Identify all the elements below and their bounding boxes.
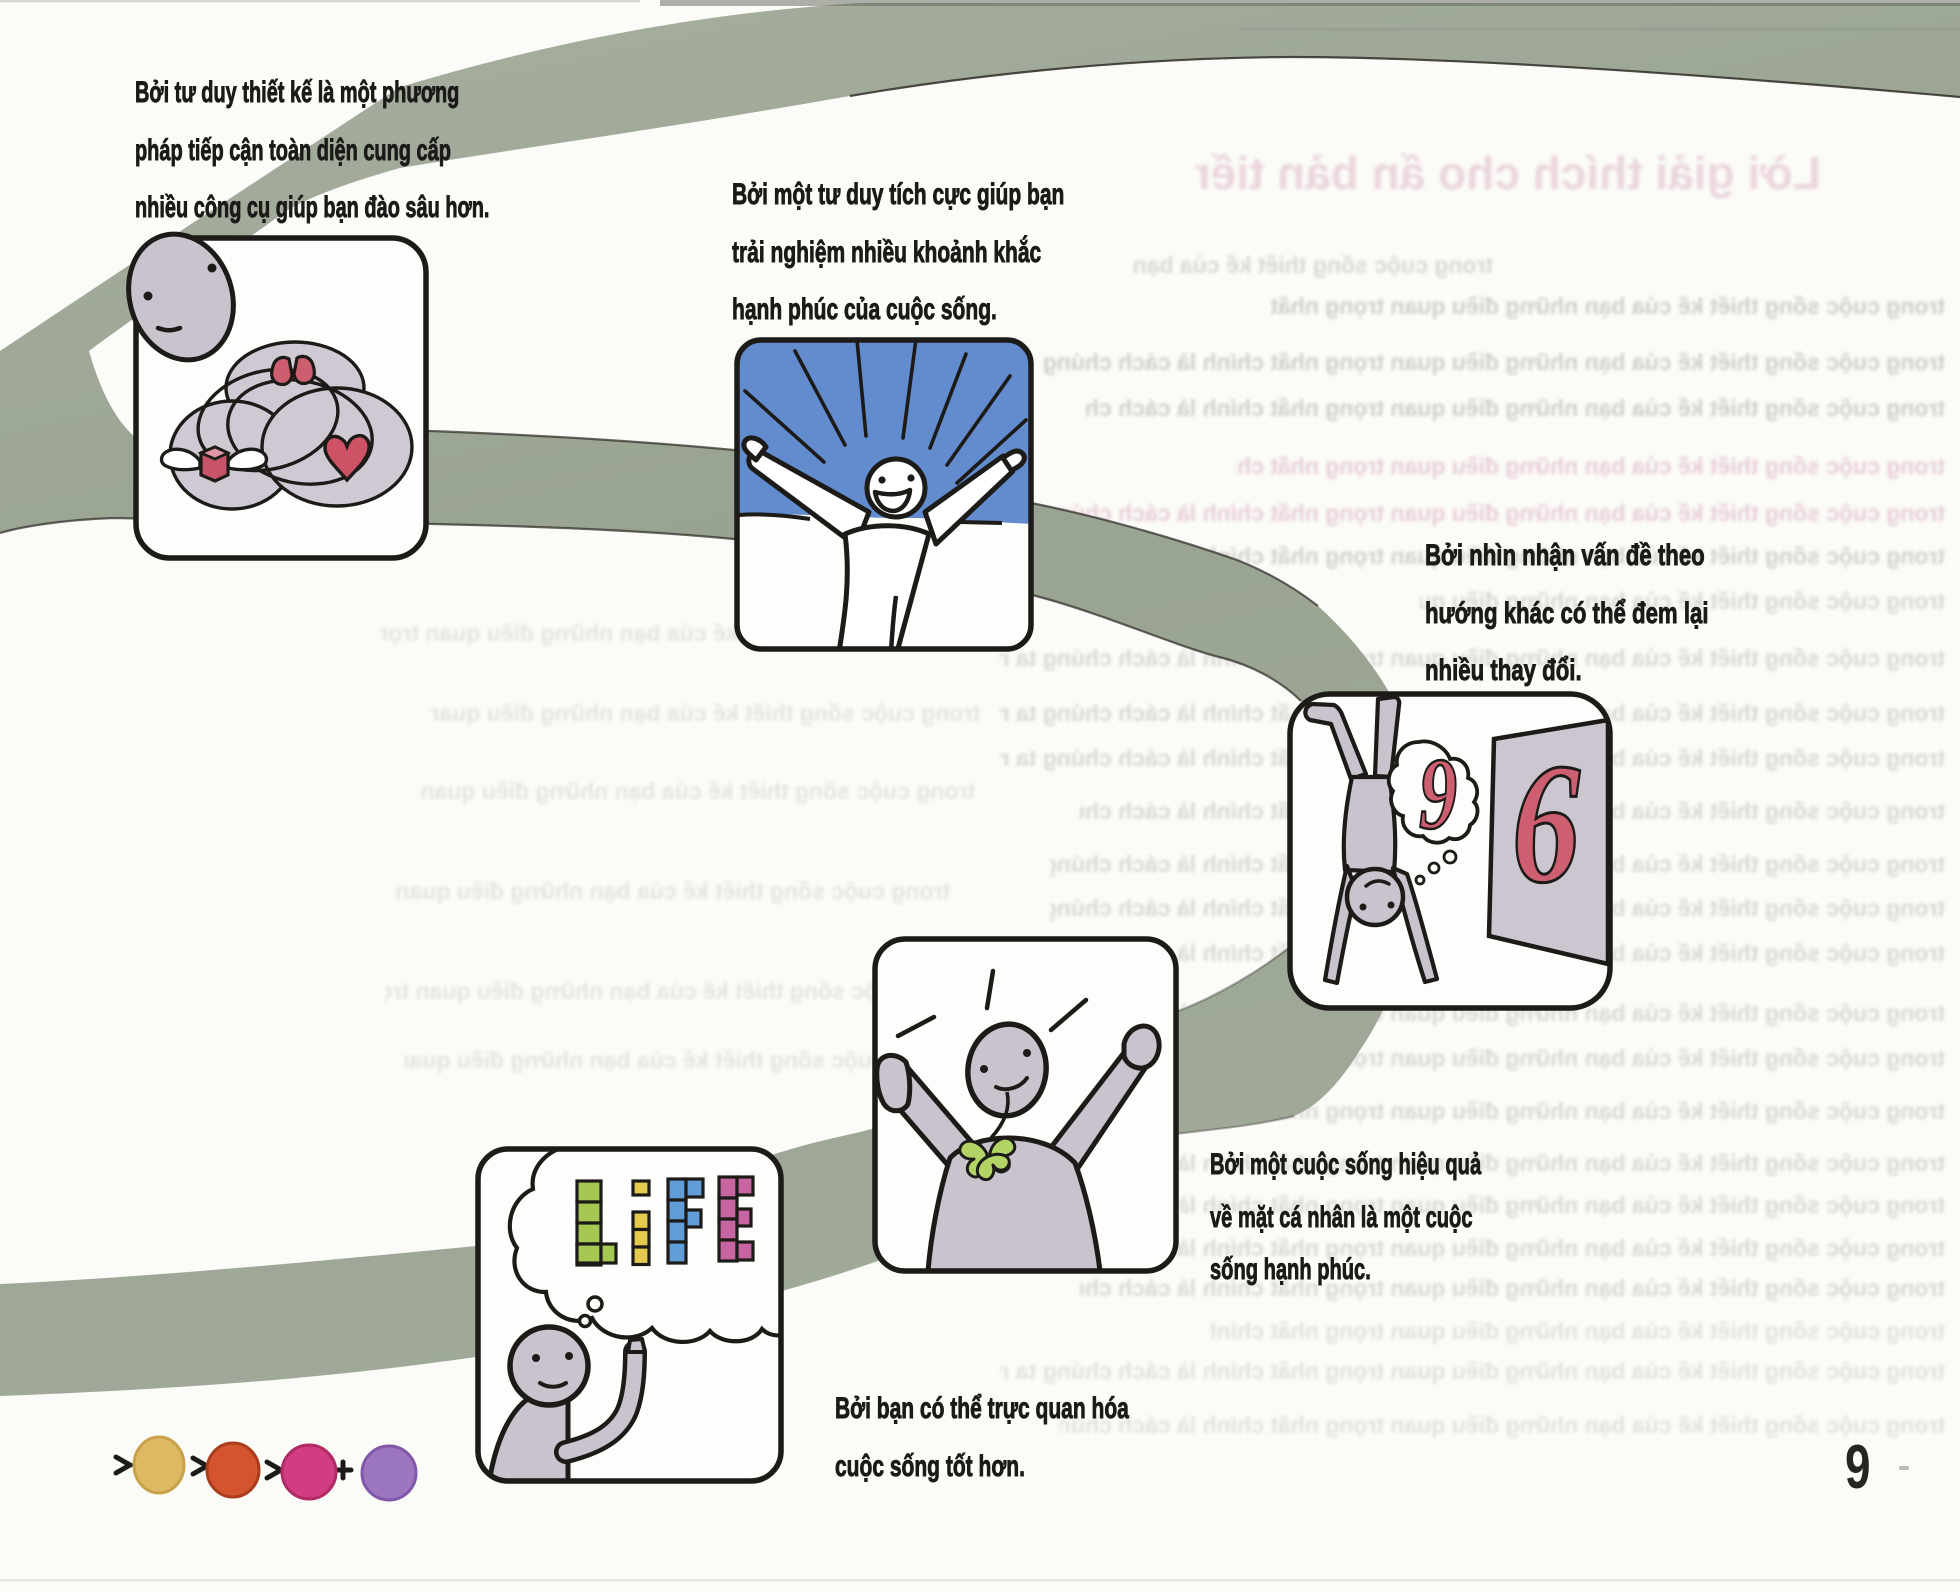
svg-text:9: 9 xyxy=(1419,737,1457,851)
svg-text:6: 6 xyxy=(1512,729,1580,919)
